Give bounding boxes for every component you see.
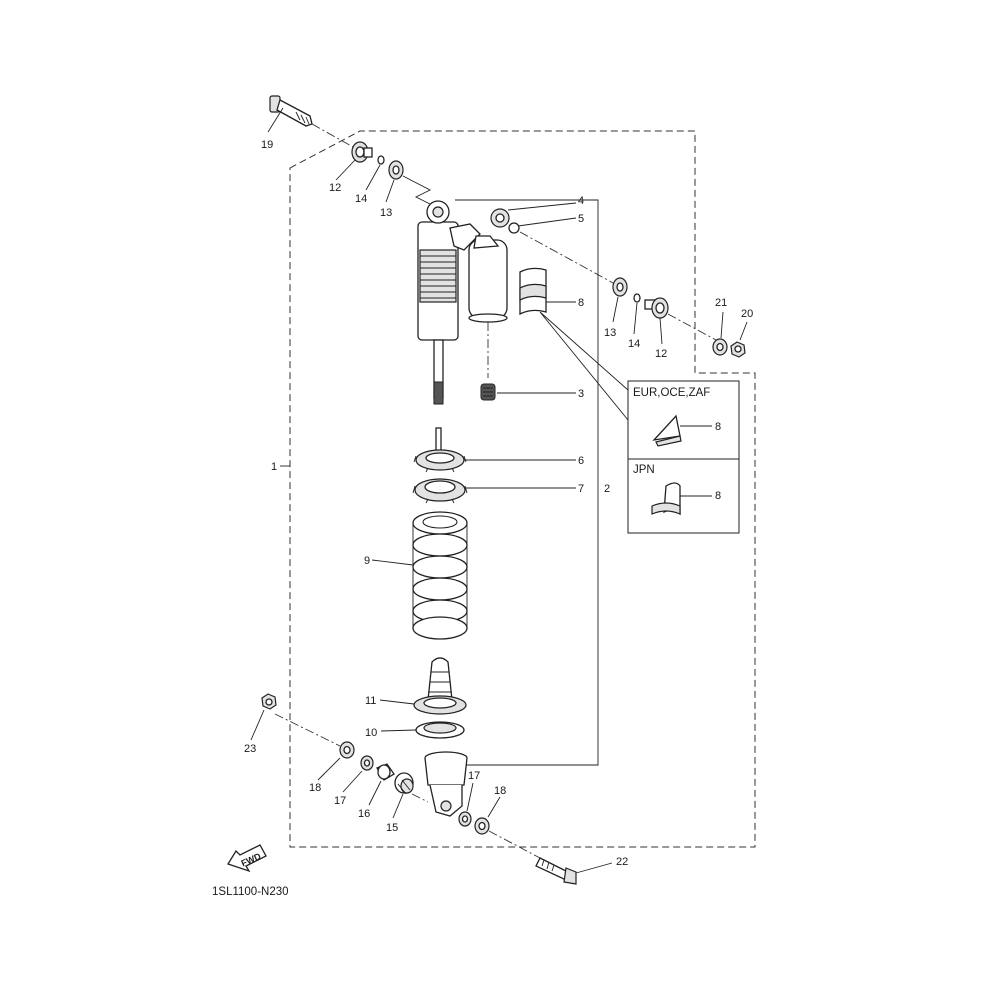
o-ring-14-right <box>633 293 641 303</box>
leader-18-left <box>317 757 341 781</box>
ring-5 <box>508 222 520 234</box>
leader-23 <box>250 709 265 741</box>
leader-11 <box>379 699 415 705</box>
leader-14-top <box>365 164 381 191</box>
callout-14-right: 14 <box>628 338 640 350</box>
callout-8-main: 8 <box>578 297 584 309</box>
bushing-16 <box>376 763 395 781</box>
axis-line-upper-bolt <box>311 123 354 148</box>
collar-17-left <box>360 755 374 771</box>
callout-13-top: 13 <box>380 207 392 219</box>
leader-12-right <box>659 317 663 345</box>
seal-13-top <box>388 160 404 180</box>
axis-line-upper <box>402 175 437 208</box>
collar-12-top <box>351 141 373 163</box>
collar-18-left <box>339 741 355 759</box>
callout-7: 7 <box>578 483 584 495</box>
callout-18-right: 18 <box>494 785 506 797</box>
adjusting-nut-7 <box>412 478 468 504</box>
leader-14-right <box>633 302 638 335</box>
variant-pointer-lines <box>539 311 629 421</box>
leader-18-right <box>487 796 501 818</box>
axis-line-lower-bolt <box>488 830 541 859</box>
variant-region-eur: EUR,OCE,ZAF <box>633 387 710 399</box>
diagram-code: 1SL1100-N230 <box>212 886 289 898</box>
bearing-15 <box>394 772 414 795</box>
washer-21 <box>712 338 728 356</box>
callout-3: 3 <box>578 388 584 400</box>
leader-4 <box>507 202 577 211</box>
o-ring-14-top <box>377 155 385 165</box>
ring-10 <box>415 721 465 739</box>
nut-23-hole <box>265 698 273 706</box>
fwd-arrow-icon <box>227 844 267 873</box>
shock-absorber-body <box>417 200 481 405</box>
callout-12-top: 12 <box>329 182 341 194</box>
leader-9 <box>371 559 414 566</box>
cap-11 <box>413 695 467 715</box>
collar-18-right <box>474 817 490 835</box>
bushing-4 <box>490 208 510 228</box>
callout-5: 5 <box>578 213 584 225</box>
callout-18-left: 18 <box>309 782 321 794</box>
collar-17-right <box>458 811 472 827</box>
callout-9: 9 <box>364 555 370 567</box>
spring-9 <box>412 511 468 640</box>
lower-bolt-22 <box>535 857 577 885</box>
upper-bolt-19 <box>269 95 313 127</box>
variant-region-jpn: JPN <box>633 464 655 476</box>
variant-box-eur <box>627 380 740 460</box>
callout-8-jpn: 8 <box>715 490 721 502</box>
callout-4: 4 <box>578 195 584 207</box>
callout-8-eur: 8 <box>715 421 721 433</box>
axis-line-right <box>667 313 717 341</box>
leader-19 <box>267 107 284 133</box>
callout-13-right: 13 <box>604 327 616 339</box>
callout-19: 19 <box>261 139 273 151</box>
callout-17-right: 17 <box>468 770 480 782</box>
leader-20 <box>739 321 748 341</box>
callout-17-left: 17 <box>334 795 346 807</box>
nut-20 <box>730 341 746 358</box>
reservoir-tank <box>468 235 508 323</box>
leader-13-top <box>385 179 395 203</box>
callout-23: 23 <box>244 743 256 755</box>
callout-14-top: 14 <box>355 193 367 205</box>
valve-cap-3 <box>480 383 496 401</box>
lock-nut-6 <box>413 449 467 473</box>
callout-12-right: 12 <box>655 348 667 360</box>
callout-20: 20 <box>741 308 753 320</box>
axis-line-upper-right <box>519 231 616 285</box>
callout-1: 1 <box>271 461 277 473</box>
leader-13-right <box>612 296 619 323</box>
leader-12-top <box>335 159 356 181</box>
protector-8 <box>519 267 547 316</box>
leader-5 <box>517 217 577 227</box>
callout-6: 6 <box>578 455 584 467</box>
leader-16 <box>368 780 382 806</box>
callout-2: 2 <box>604 483 610 495</box>
callout-10: 10 <box>365 727 377 739</box>
callout-16: 16 <box>358 808 370 820</box>
lower-clevis <box>424 751 468 817</box>
assembly-boundary <box>289 130 756 848</box>
callout-11: 11 <box>365 695 376 707</box>
callout-21: 21 <box>715 297 727 309</box>
callout-15: 15 <box>386 822 398 834</box>
collar-12-right <box>644 297 669 319</box>
bracket-line-2 <box>440 199 599 766</box>
leader-17-right <box>466 782 474 812</box>
leader-21 <box>720 311 724 339</box>
leader-17-left <box>342 770 363 793</box>
leader-10 <box>380 729 417 732</box>
callout-22: 22 <box>616 856 628 868</box>
seal-13-right <box>612 277 628 297</box>
axis-line-lower <box>274 713 341 747</box>
leader-22 <box>575 862 613 874</box>
bump-rubber <box>427 657 453 701</box>
axis-line-lower-mid <box>411 793 429 803</box>
leader-15 <box>392 793 404 819</box>
